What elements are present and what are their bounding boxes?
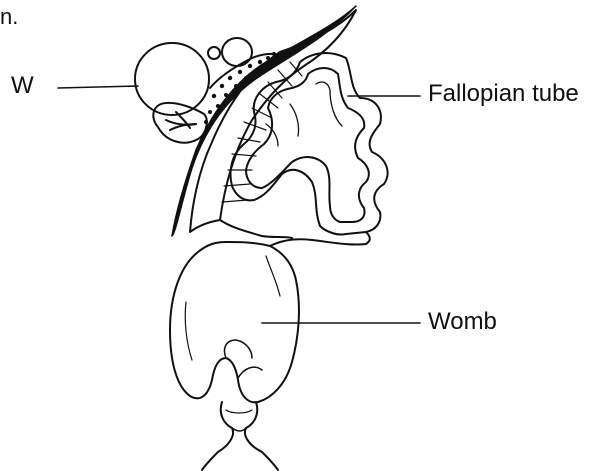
tiny-vesicle <box>208 47 220 59</box>
label-womb: Womb <box>428 310 497 334</box>
fimbriae <box>153 103 206 143</box>
cut-off-text: n. <box>0 6 18 28</box>
label-fallopian-tube: Fallopian tube <box>428 82 579 106</box>
cervix <box>202 402 233 470</box>
ligament-band <box>172 6 356 236</box>
small-vesicle <box>222 38 252 66</box>
womb <box>170 242 299 402</box>
fallopian-tube-inner <box>246 68 369 222</box>
leader-w <box>58 86 138 88</box>
ovary-w <box>135 43 209 115</box>
label-w: W <box>11 74 34 98</box>
